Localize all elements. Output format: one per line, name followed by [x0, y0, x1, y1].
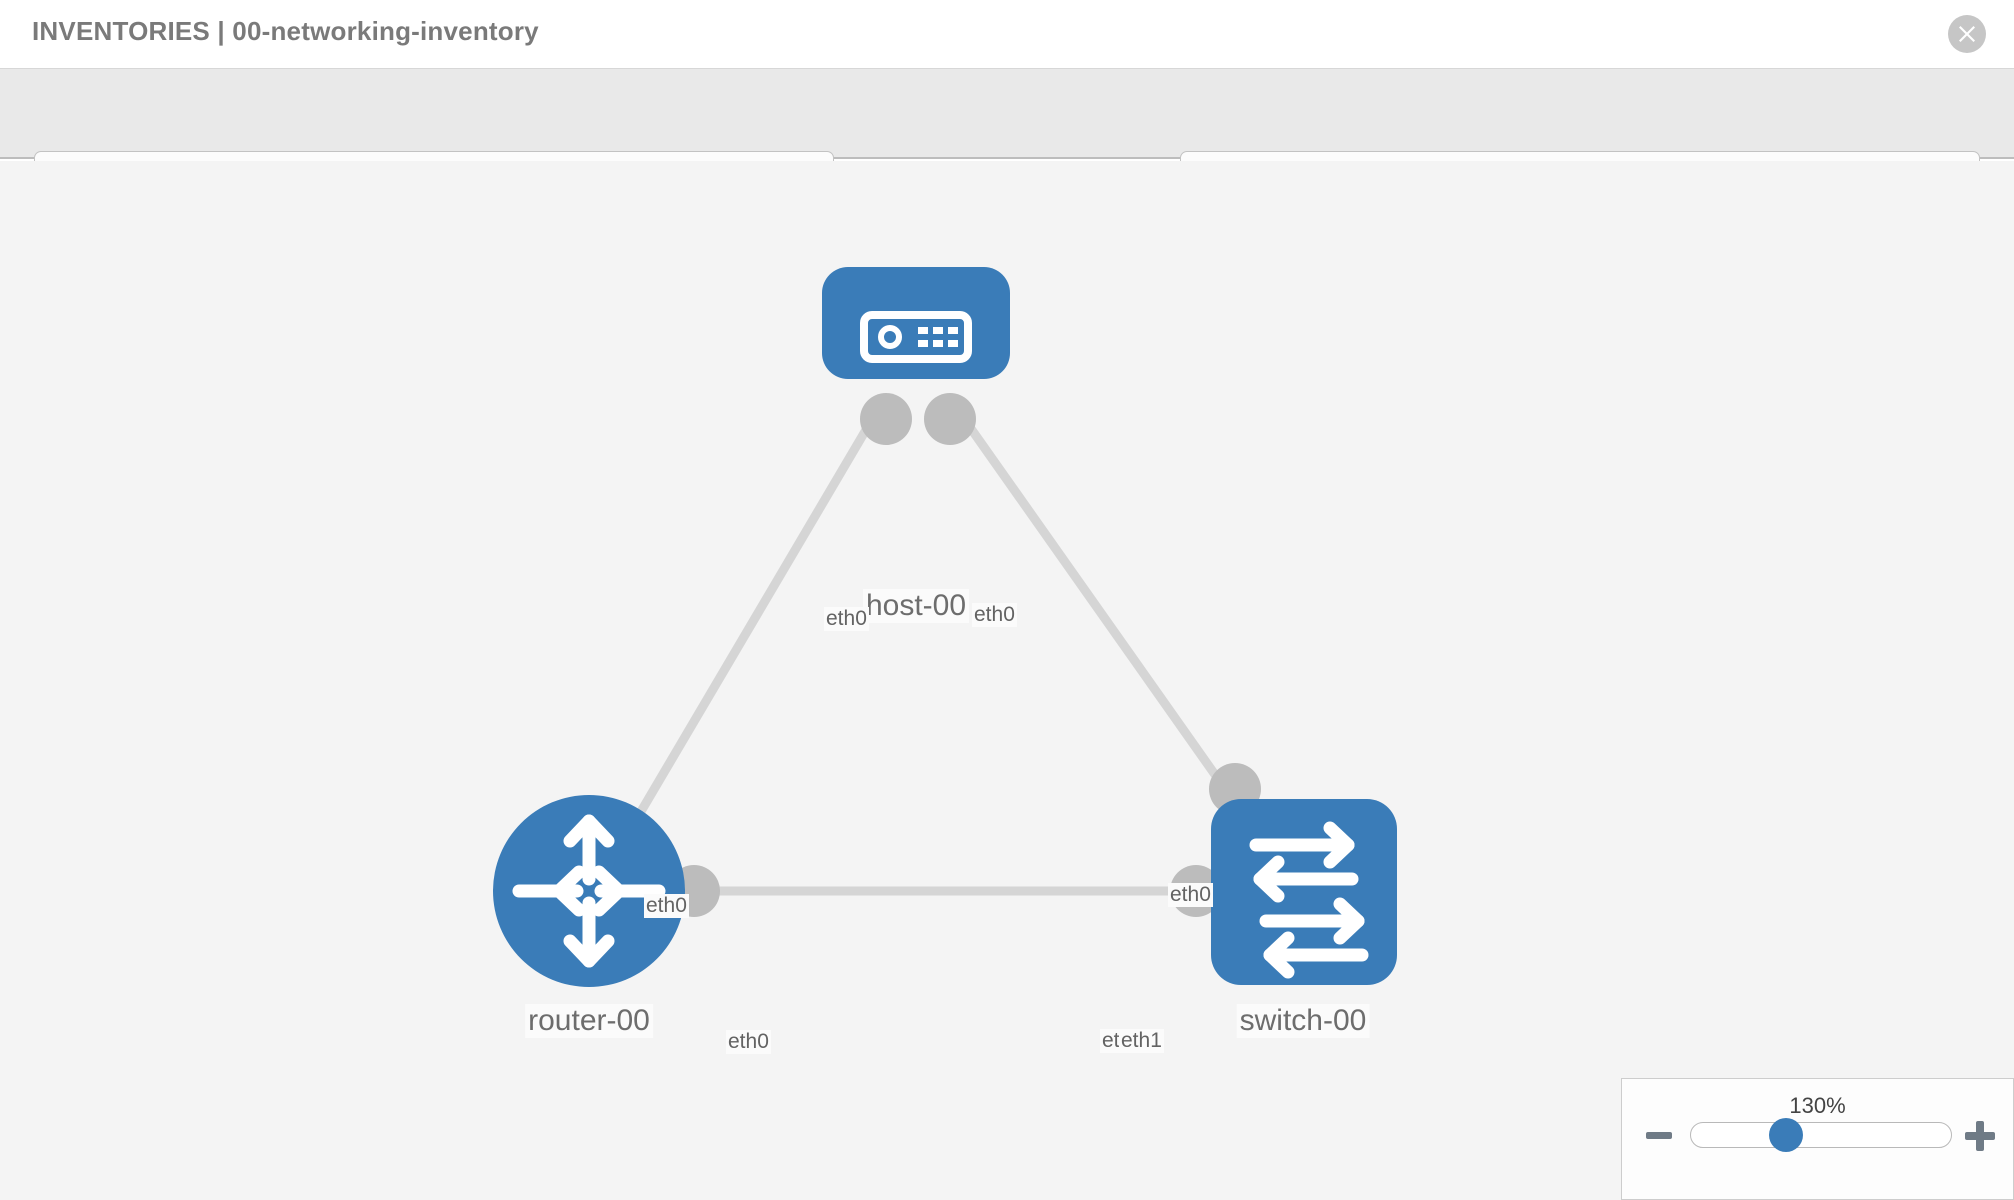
node-switch-00[interactable] [1211, 799, 1397, 985]
switch-arrows-icon [1249, 821, 1369, 979]
node-host-00[interactable] [822, 267, 1010, 379]
router-arrows-icon [512, 814, 666, 968]
zoom-out-button[interactable] [1646, 1132, 1672, 1139]
page-title: INVENTORIES | 00-networking-inventory [32, 16, 539, 46]
zoom-slider-track[interactable] [1690, 1122, 1952, 1148]
node-label-switch-00: switch-00 [1236, 1004, 1370, 1038]
close-icon[interactable] [1948, 15, 1986, 53]
port-host00-eth0-right[interactable] [924, 393, 976, 445]
zoom-slider-thumb[interactable] [1769, 1118, 1803, 1152]
link-host00-router00[interactable] [596, 403, 884, 884]
edge-label-host00-eth0-left: eth0 [824, 607, 869, 631]
zoom-control-panel: 130% [1621, 1078, 2014, 1200]
page-header: INVENTORIES | 00-networking-inventory [0, 0, 2014, 69]
port-host00-eth0-left[interactable] [860, 393, 912, 445]
edge-label-switch00-eth1: eth1 [1119, 1029, 1164, 1053]
zoom-level-value: 130% [1789, 1093, 1846, 1118]
zoom-in-button[interactable] [1965, 1121, 1995, 1151]
edge-label-router00-eth0: eth0 [726, 1030, 771, 1054]
topology-graph [493, 267, 1397, 987]
edge-label-host00-eth0-right: eth0 [972, 603, 1017, 627]
node-label-router-00: router-00 [525, 1004, 653, 1038]
toolbar: ACTIONS SEARCH [0, 69, 2014, 203]
topology-canvas[interactable]: host-00 router-00 switch-00 eth0 eth0 et… [0, 161, 2014, 1200]
server-icon [860, 311, 972, 363]
node-label-host-00: host-00 [862, 589, 970, 623]
graph-links [596, 403, 1294, 896]
edge-label-switch00-eth0-up: eth0 [1168, 883, 1213, 907]
graph-ports [668, 393, 1261, 917]
edge-label-router00-eth0-up: eth0 [644, 894, 689, 918]
node-router-00[interactable] [493, 795, 685, 987]
